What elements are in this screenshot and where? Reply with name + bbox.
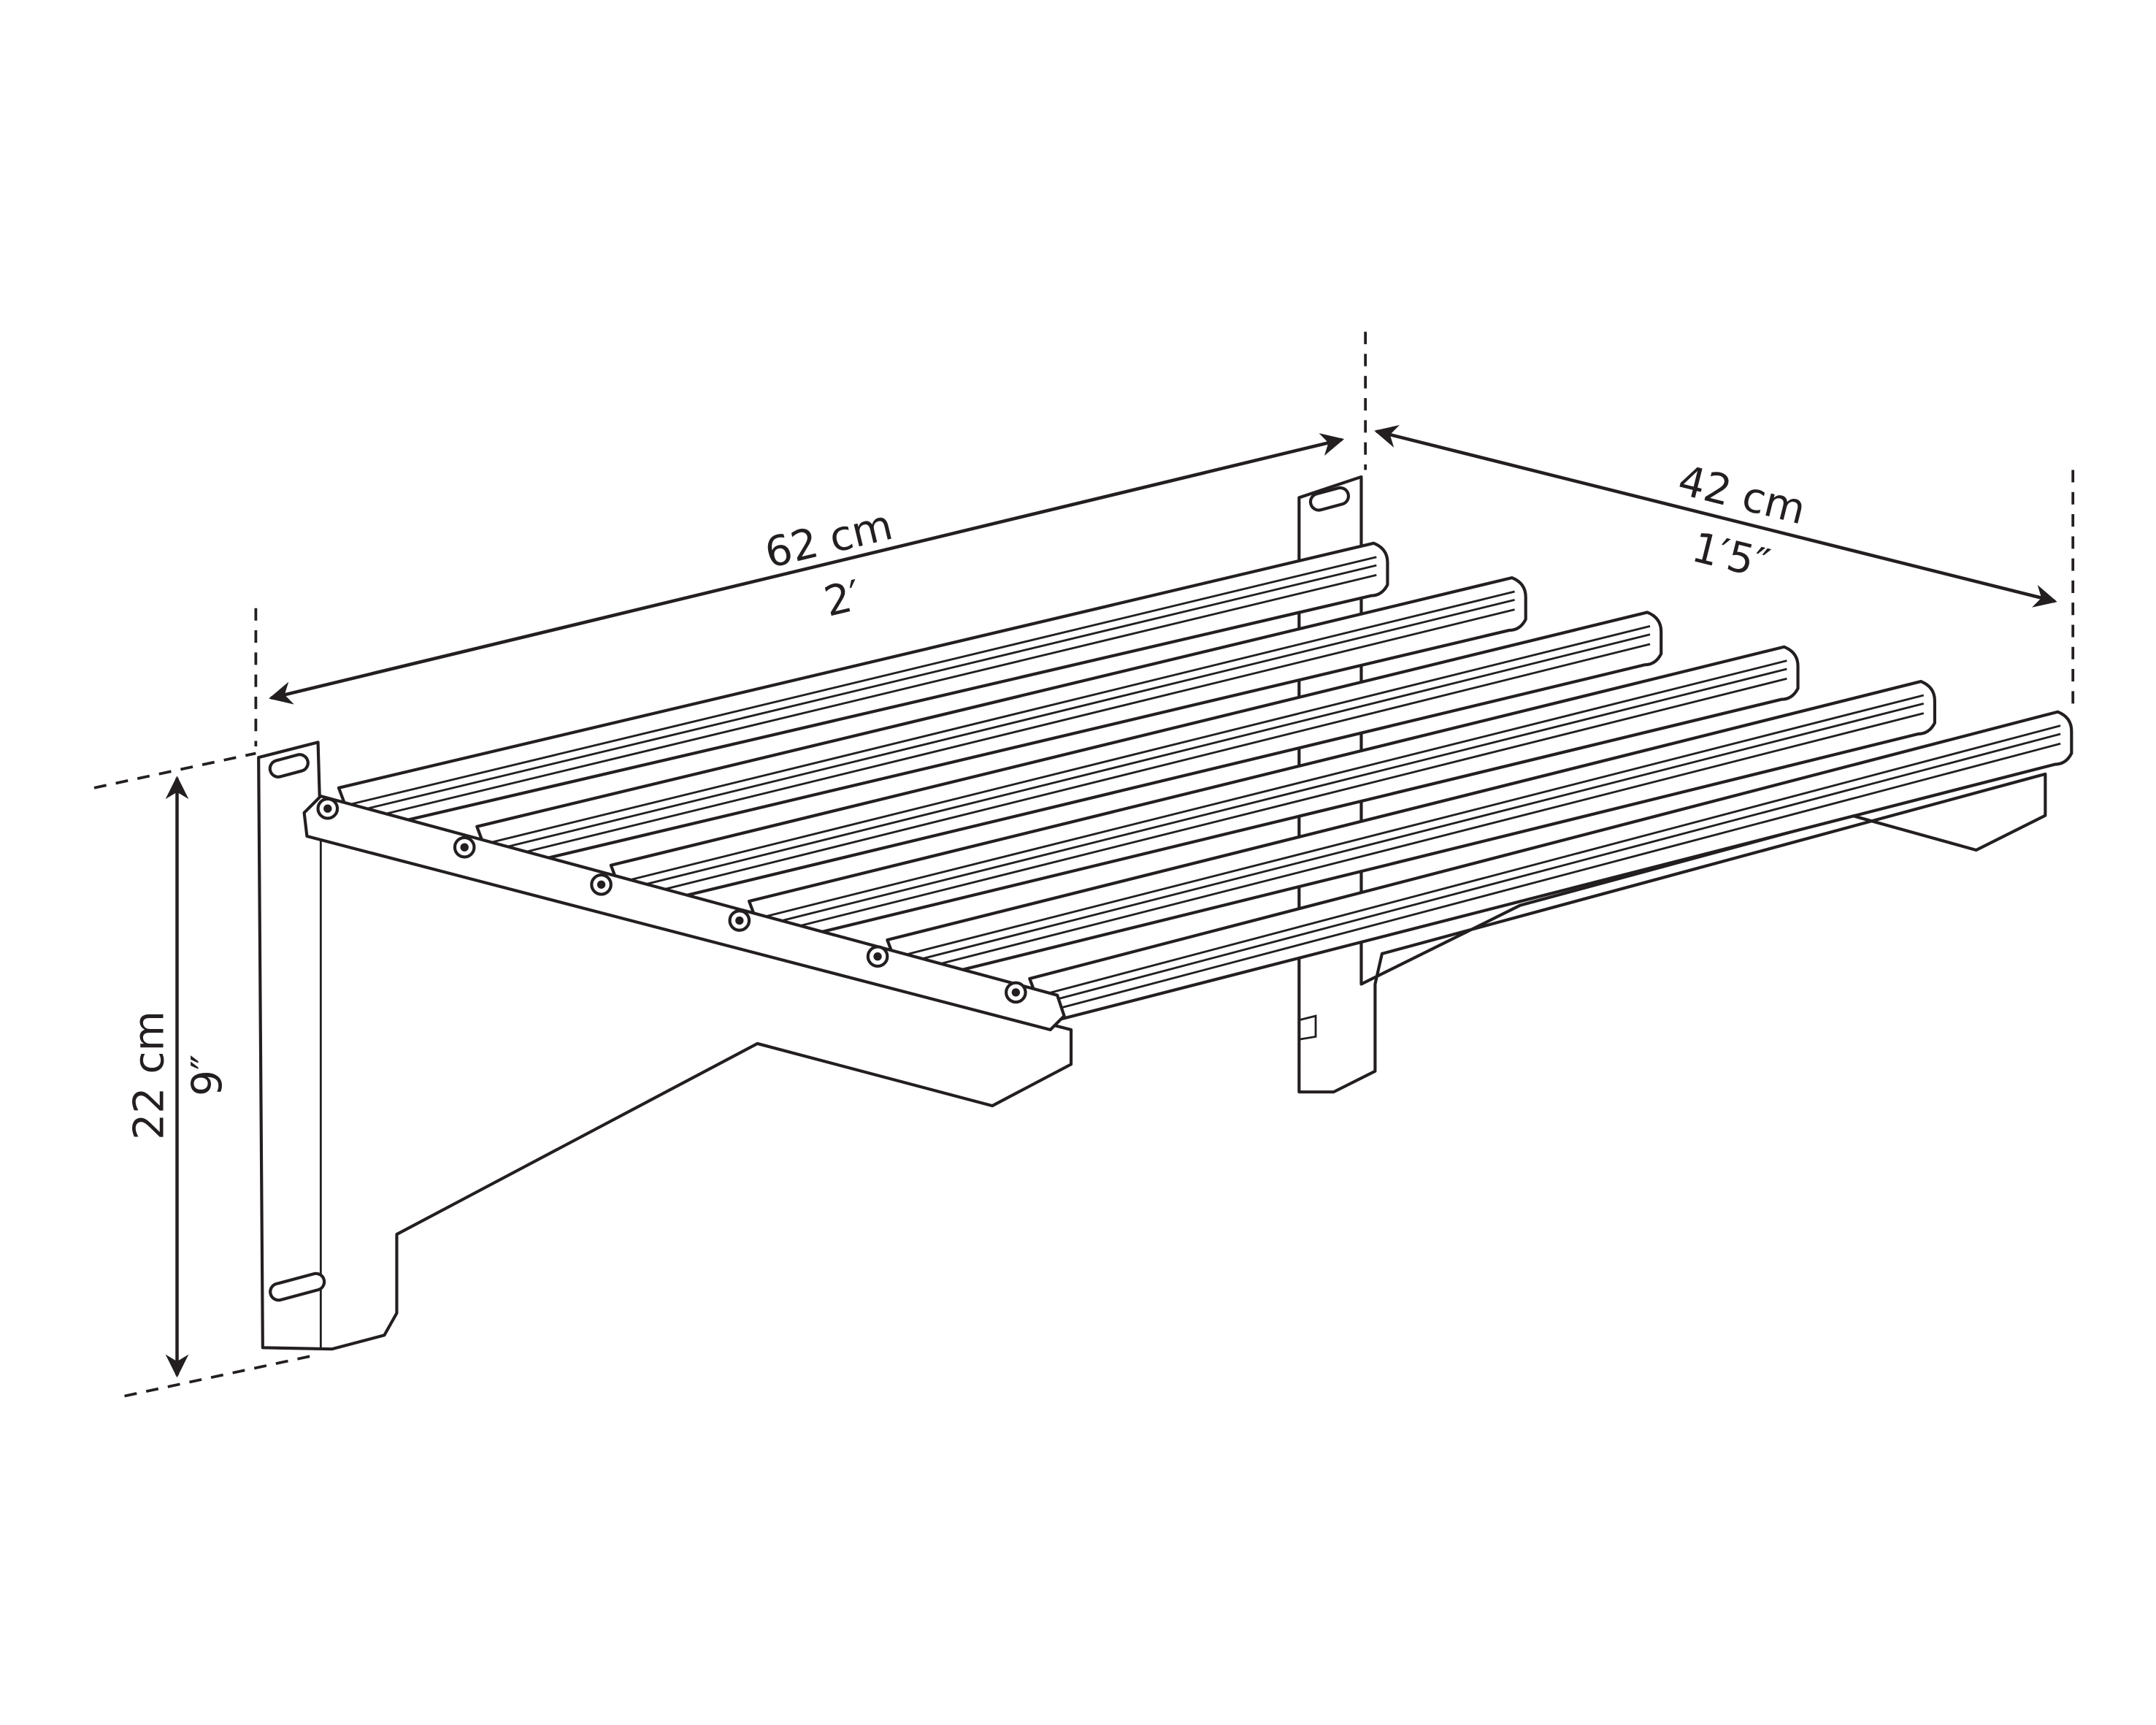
screw-head	[596, 880, 606, 889]
depth-imperial-label: 1′5″	[1687, 523, 1774, 589]
mounting-slot	[268, 753, 310, 779]
front-rail	[302, 795, 1066, 1032]
slat	[1028, 710, 2073, 1025]
width-arrow	[269, 433, 1345, 705]
width-metric-label: 62 cm	[761, 501, 897, 578]
mounting-slot	[269, 1271, 326, 1302]
screw-head	[323, 804, 332, 813]
slat	[886, 679, 1937, 986]
width-imperial-label: 2′	[820, 571, 866, 627]
depth-arrow	[1374, 425, 2057, 608]
screw-head	[460, 843, 469, 852]
screw-head	[735, 916, 744, 925]
slat	[747, 645, 1800, 947]
screw-head	[873, 952, 882, 961]
slat	[609, 611, 1663, 911]
height-imperial-label: 9″	[183, 1055, 231, 1096]
height-metric-label: 22 cm	[126, 1011, 174, 1140]
dimension-lines	[93, 332, 2075, 1398]
screw-head	[1011, 988, 1021, 997]
